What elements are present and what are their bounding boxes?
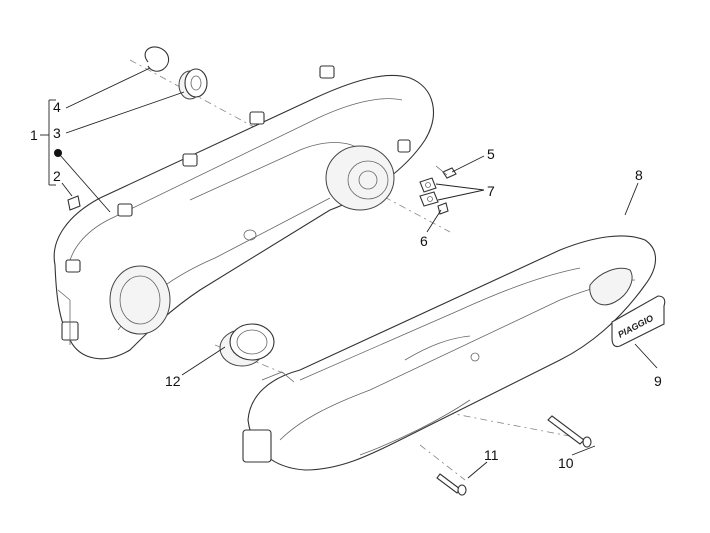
bearing [178,68,208,100]
callout-9: 9 [654,373,662,389]
callout-6: 6 [420,233,428,249]
callout-8: 8 [635,167,643,183]
dowel-pin [67,195,81,211]
callout-5: 5 [487,146,495,162]
filled-dot-icon [54,149,62,157]
bracket-plates [419,177,439,207]
inner-transmission-cover [53,65,434,360]
callout-10: 10 [558,455,574,471]
callout-4: 4 [53,99,61,115]
callout-12: 12 [165,373,181,389]
circlip [144,46,170,72]
callout-2: 2 [53,168,61,184]
callout-labels: 1 2 3 4 5 6 7 8 9 10 11 12 [30,99,662,471]
spacer-ring [219,323,275,367]
screw [435,165,457,179]
callout-1: 1 [30,127,38,143]
long-bolt [547,415,592,448]
callout-11: 11 [484,447,499,463]
outer-transmission-cover [242,235,657,471]
short-bolt [436,473,467,496]
callout-7: 7 [487,183,495,199]
callout-3: 3 [53,125,61,141]
leader-lines [40,67,658,479]
